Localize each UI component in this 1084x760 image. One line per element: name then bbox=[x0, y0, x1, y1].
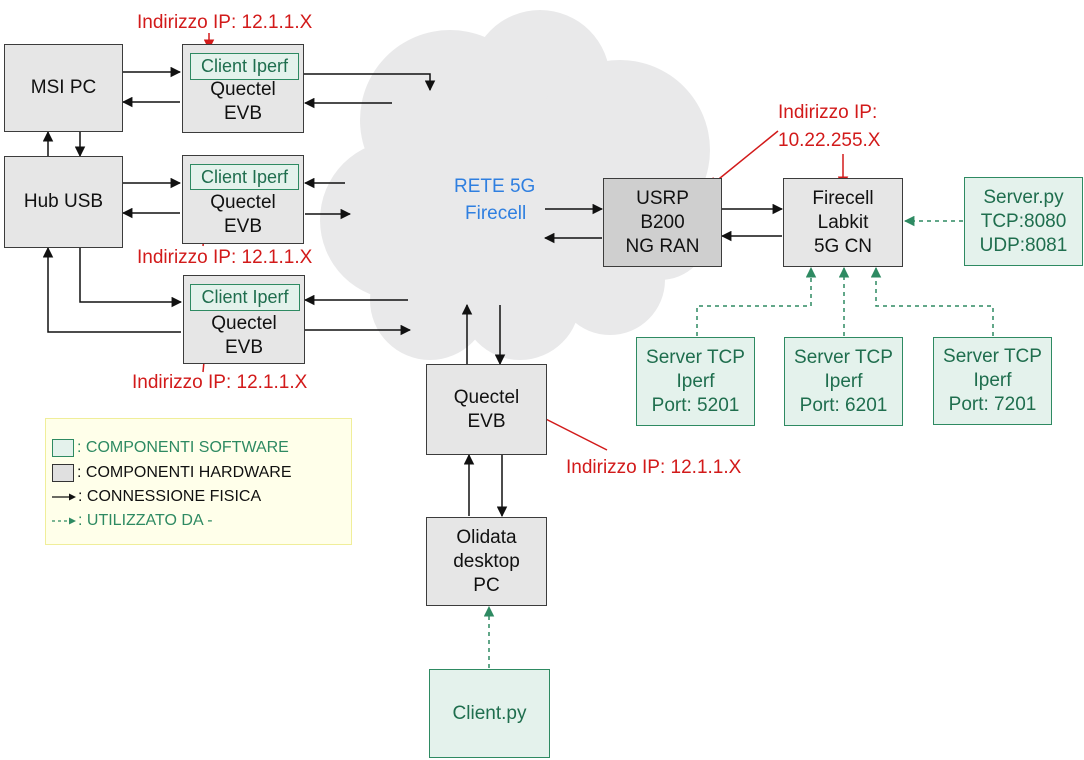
wire-quectel1-to-cloud bbox=[304, 73, 436, 92]
server-tcp-6201: Server TCP Iperf Port: 6201 bbox=[784, 337, 903, 426]
firecell-line1: Firecell bbox=[812, 187, 874, 209]
ip-label-quectel-3: Indirizzo IP: 12.1.1.X bbox=[132, 372, 308, 393]
wire-quectel3-to-hub bbox=[42, 246, 181, 333]
server-py-box: Server.py TCP:8080 UDP:8081 bbox=[964, 177, 1083, 266]
server-tcp-2-line2: Iperf bbox=[824, 370, 863, 392]
ip-pointer-usrp bbox=[708, 130, 779, 188]
quectel-3-line1: Quectel bbox=[211, 313, 277, 334]
server-tcp-1-line3: Port: 5201 bbox=[651, 394, 740, 416]
legend-software-label: : COMPONENTI SOFTWARE bbox=[77, 439, 289, 456]
client-iperf-3-label: Client Iperf bbox=[201, 287, 289, 307]
legend-physical-label: : CONNESSIONE FISICA bbox=[78, 488, 262, 505]
client-iperf-2-label: Client Iperf bbox=[200, 167, 289, 187]
server-tcp-3-line1: Server TCP bbox=[943, 346, 1042, 367]
olidata-line2: desktop bbox=[453, 550, 520, 572]
quectel-3-line2: EVB bbox=[224, 337, 264, 358]
server-tcp-5201: Server TCP Iperf Port: 5201 bbox=[636, 337, 755, 426]
client-py-box: Client.py bbox=[429, 669, 550, 758]
firecell-line3: 5G CN bbox=[813, 235, 873, 257]
olidata-line3: PC bbox=[473, 574, 500, 596]
quectel-evb-4: Quectel EVB bbox=[426, 364, 547, 455]
legend-row-physical: : CONNESSIONE FISICA bbox=[52, 486, 261, 508]
olidata-line1: Olidata bbox=[456, 526, 517, 548]
legend-row-hardware: : COMPONENTI HARDWARE bbox=[52, 462, 292, 484]
firecell-box: Firecell Labkit 5G CN bbox=[783, 178, 903, 267]
quectel-1-line1: Quectel bbox=[210, 79, 276, 100]
server-tcp-1-line1: Server TCP bbox=[646, 346, 745, 368]
server-py-line3: UDP:8081 bbox=[979, 234, 1068, 256]
client-iperf-3: Client Iperf bbox=[190, 284, 300, 311]
server-tcp-2-line1: Server TCP bbox=[794, 346, 893, 368]
ip-label-firecell-line2: 10.22.255.X bbox=[778, 130, 881, 151]
network-label-line1: RETE 5G bbox=[454, 176, 536, 197]
server-py-line2: TCP:8080 bbox=[980, 210, 1067, 232]
ip-label-firecell-line1: Indirizzo IP: bbox=[778, 102, 878, 123]
software-swatch bbox=[52, 439, 74, 457]
quectel-4-line2: EVB bbox=[467, 410, 506, 432]
ip-label-quectel-1: Indirizzo IP: 12.1.1.X bbox=[137, 12, 313, 33]
server-py-line1: Server.py bbox=[983, 186, 1064, 208]
server-tcp-7201: Server TCP Iperf Port: 7201 bbox=[933, 337, 1052, 425]
legend: : COMPONENTI SOFTWARE : COMPONENTI HARDW… bbox=[45, 418, 352, 545]
solid-arrow-icon bbox=[52, 493, 76, 501]
client-iperf-2: Client Iperf bbox=[190, 164, 299, 190]
wire-hub-to-quectel3 bbox=[79, 248, 183, 308]
usrp-line3: NG RAN bbox=[625, 235, 700, 257]
dashed-arrow-icon bbox=[52, 517, 76, 525]
usrp-box: USRP B200 NG RAN bbox=[603, 178, 722, 267]
client-py-label: Client.py bbox=[452, 702, 527, 724]
dash-server1-to-firecell bbox=[696, 266, 817, 336]
ip-label-quectel-2: Indirizzo IP: 12.1.1.X bbox=[137, 247, 313, 268]
client-iperf-1-label: Client Iperf bbox=[200, 56, 289, 76]
quectel-4-line1: Quectel bbox=[453, 386, 520, 408]
network-label-line2: Firecell bbox=[465, 203, 527, 224]
dash-server3-to-firecell bbox=[870, 266, 994, 336]
firecell-line2: Labkit bbox=[817, 211, 869, 233]
quectel-2-line2: EVB bbox=[223, 216, 263, 237]
server-tcp-2-line3: Port: 6201 bbox=[799, 394, 888, 416]
server-tcp-3-line2: Iperf bbox=[973, 370, 1012, 391]
msi-pc-label: MSI PC bbox=[30, 77, 97, 98]
msi-pc-box: MSI PC bbox=[4, 44, 123, 132]
hub-usb-box: Hub USB bbox=[4, 156, 123, 248]
client-iperf-1: Client Iperf bbox=[190, 53, 299, 80]
legend-row-software: : COMPONENTI SOFTWARE bbox=[52, 437, 289, 459]
server-tcp-1-line2: Iperf bbox=[676, 370, 715, 392]
server-tcp-3-line3: Port: 7201 bbox=[948, 394, 1037, 415]
hub-usb-label: Hub USB bbox=[23, 191, 104, 212]
ip-label-quectel-4: Indirizzo IP: 12.1.1.X bbox=[566, 457, 742, 478]
legend-used-by-label: : UTILIZZATO DA - bbox=[78, 512, 213, 529]
usrp-line2: B200 bbox=[640, 211, 685, 233]
usrp-line1: USRP bbox=[636, 187, 689, 209]
legend-hardware-label: : COMPONENTI HARDWARE bbox=[77, 464, 292, 481]
quectel-2-line1: Quectel bbox=[210, 192, 276, 213]
quectel-1-line2: EVB bbox=[223, 103, 263, 124]
legend-row-used-by: : UTILIZZATO DA - bbox=[52, 510, 213, 532]
olidata-box: Olidata desktop PC bbox=[426, 517, 547, 606]
hardware-swatch bbox=[52, 464, 74, 482]
